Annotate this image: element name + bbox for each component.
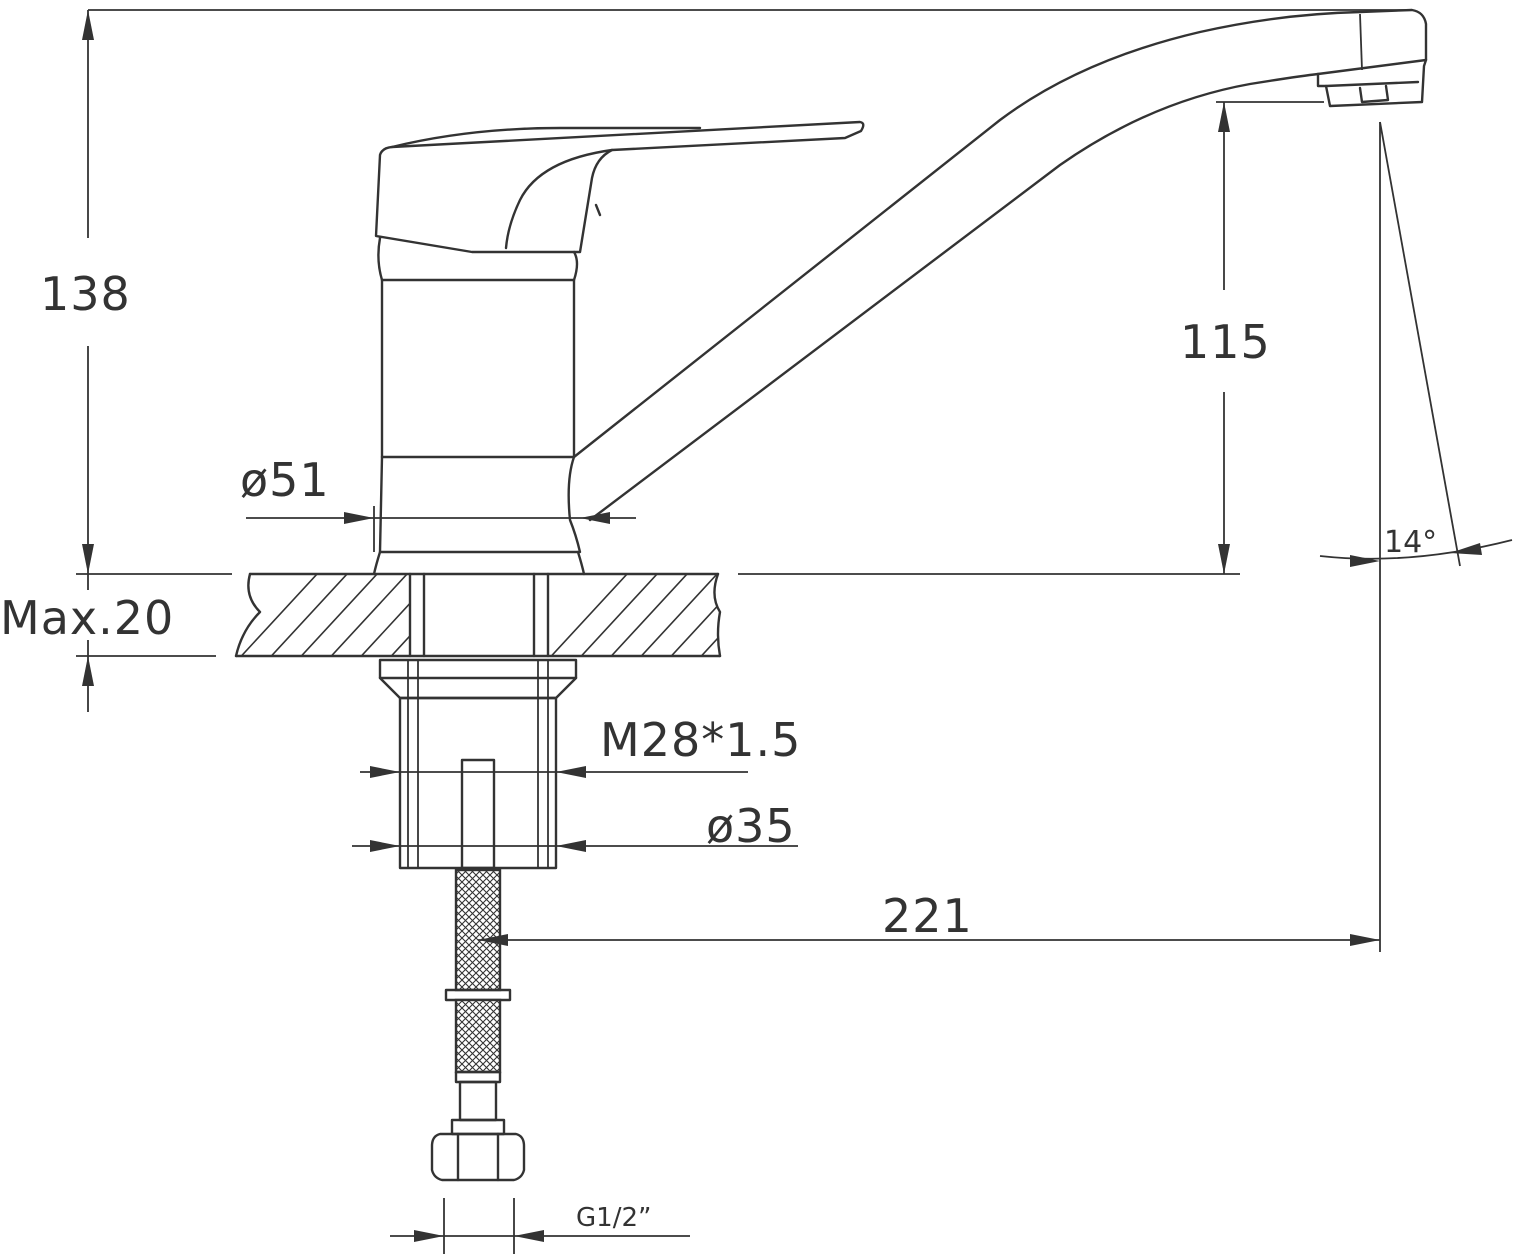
deck-break-left bbox=[234, 572, 262, 658]
body-base-right bbox=[576, 550, 586, 576]
spout-reach-label: 221 bbox=[882, 889, 973, 943]
spout-angle-label: 14° bbox=[1384, 525, 1437, 560]
shank-diameter-label: ø35 bbox=[706, 799, 796, 853]
spout-height-label: 115 bbox=[1180, 315, 1271, 369]
hatch-left bbox=[236, 574, 410, 656]
aerator-nozzle bbox=[1358, 84, 1390, 104]
hose-braid-lower bbox=[454, 998, 502, 1074]
lever-top-edge bbox=[390, 126, 702, 149]
lever-detail bbox=[594, 203, 602, 217]
deck-break-right bbox=[713, 572, 722, 658]
flexible-hose bbox=[430, 868, 526, 1182]
spout-seam bbox=[1359, 13, 1363, 71]
overall-height-label: 138 bbox=[40, 267, 131, 321]
hose-hex-nut bbox=[430, 1132, 526, 1182]
fixing-nut bbox=[398, 696, 558, 870]
hose-crimp bbox=[458, 1080, 498, 1122]
dimension-lines bbox=[76, 9, 1513, 1254]
hose-connection-label: G1/2” bbox=[576, 1203, 651, 1233]
cartridge-cap bbox=[377, 236, 579, 282]
washer-taper bbox=[378, 676, 578, 700]
faucet-outline bbox=[372, 8, 1428, 576]
lever-inner-curve bbox=[504, 148, 614, 250]
thread-label: M28*1.5 bbox=[600, 713, 801, 767]
spout-collar bbox=[567, 455, 582, 554]
spout-lower-edge bbox=[588, 72, 1320, 522]
countertop-section bbox=[234, 572, 722, 658]
aerator-line bbox=[1324, 80, 1420, 88]
spout-tip bbox=[1316, 58, 1428, 108]
lever-handle bbox=[374, 120, 865, 254]
deck-thickness-label: Max.20 bbox=[0, 591, 174, 645]
body-base bbox=[372, 455, 384, 576]
hose-braid-upper bbox=[454, 868, 502, 992]
dimension-labels: 138 115 ø51 Max.20 M28*1.5 ø35 221 14° G… bbox=[0, 267, 1437, 1233]
hatch-right bbox=[548, 574, 720, 656]
hose-ferrule bbox=[444, 988, 512, 1002]
body-diameter-label: ø51 bbox=[240, 453, 330, 507]
washer-plate bbox=[378, 658, 578, 680]
threaded-stud bbox=[460, 758, 496, 870]
mounting-hardware bbox=[378, 658, 578, 870]
spout-upper-edge bbox=[572, 8, 1428, 459]
